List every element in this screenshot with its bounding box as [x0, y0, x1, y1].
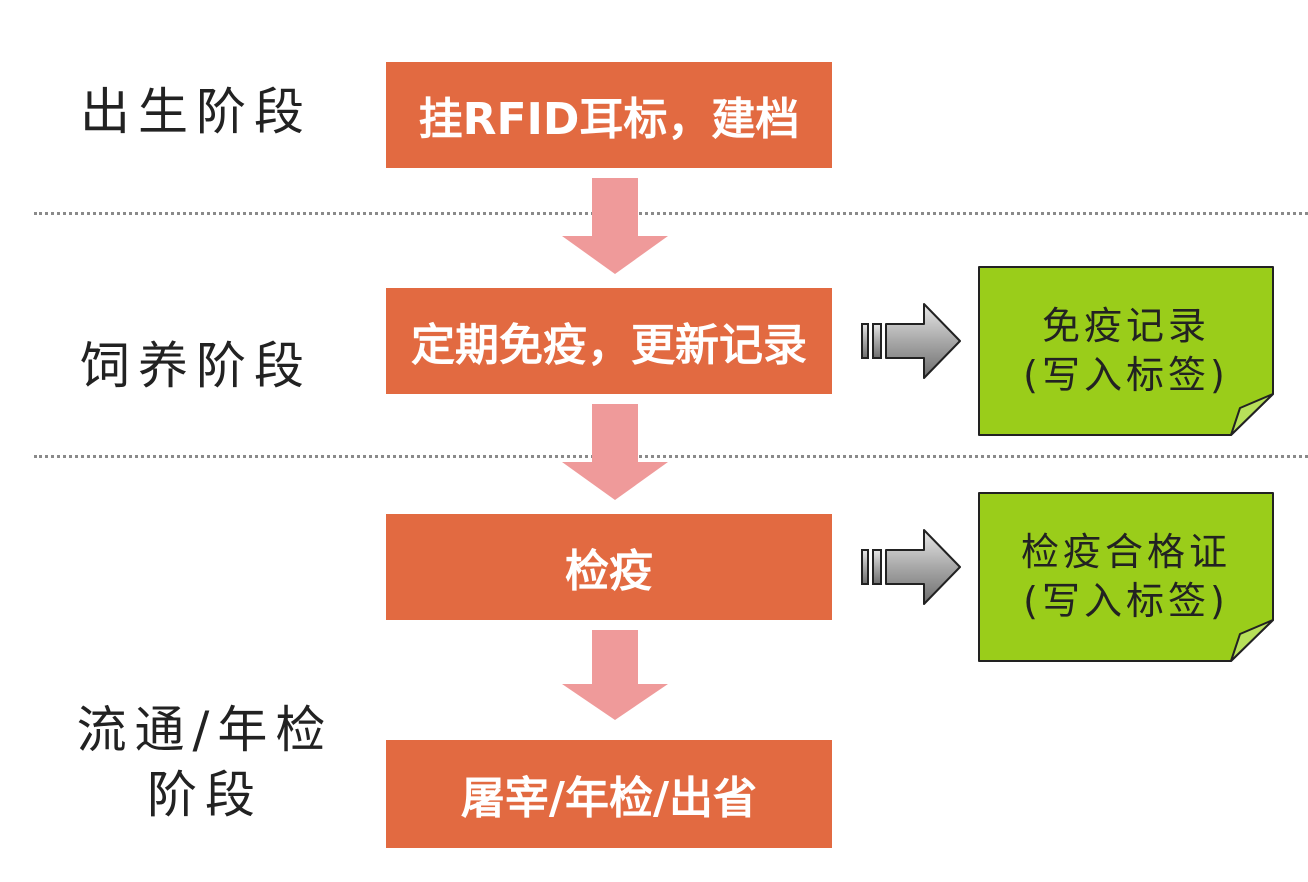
note-quarantine-certificate: 检疫合格证 (写入标签) [978, 492, 1274, 662]
note-immunity-record: 免疫记录 (写入标签) [978, 266, 1274, 436]
step-quarantine: 检疫 [386, 514, 832, 620]
step-immunize: 定期免疫，更新记录 [386, 288, 832, 394]
down-arrow-2 [562, 404, 668, 500]
down-arrow-3 [562, 630, 668, 720]
stage-label-circulation-line1: 流通/年检 [76, 701, 334, 759]
stage-label-circulation: 流通/年检 阶段 [60, 698, 350, 828]
down-arrow-1 [562, 178, 668, 274]
stage-label-birth: 出生阶段 [80, 83, 312, 141]
note-immunity-line1: 免疫记录 [1041, 303, 1210, 348]
stage-label-raising: 饲养阶段 [80, 337, 312, 395]
divider-raising-circulation [34, 455, 1308, 458]
side-arrow-certificate [861, 529, 961, 605]
divider-birth-raising [34, 212, 1308, 215]
note-certificate-line2: (写入标签) [1023, 579, 1229, 623]
step-tag-rfid: 挂RFID耳标，建档 [386, 62, 832, 168]
side-arrow-immunity [861, 303, 961, 379]
note-immunity-line2: (写入标签) [1023, 353, 1229, 397]
note-certificate-line1: 检疫合格证 [1020, 529, 1231, 574]
stage-label-circulation-line2: 阶段 [147, 766, 263, 824]
step-final: 屠宰/年检/出省 [386, 740, 832, 848]
